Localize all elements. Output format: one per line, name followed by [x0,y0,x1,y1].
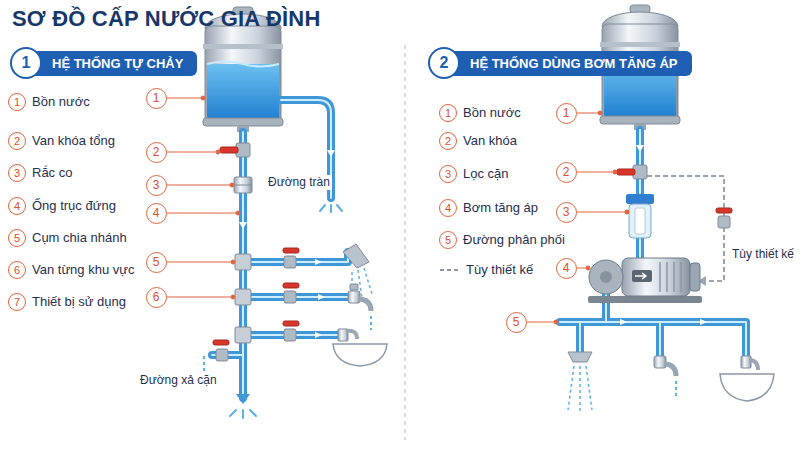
list-text: Van từng khu vực [32,262,134,278]
callout-number: 1 [146,88,167,109]
list-text: Đường phân phối [463,232,565,248]
legend-dash-sample [440,269,460,271]
list-text: Bồn nước [32,94,90,110]
list-text: Van khóa [463,133,517,149]
header-number: 2 [428,47,460,79]
note-label: Đường xả cặn [138,373,219,388]
list-number: 7 [8,293,26,311]
leader-lines [167,96,629,324]
callout-number: 5 [506,312,527,333]
list-number: 1 [439,104,457,122]
list-text: Ống trục đứng [32,198,116,214]
list-text: Thiết bị sử dụng [32,294,126,310]
header-number: 1 [10,47,42,79]
callout-number: 4 [146,203,167,224]
list-text: Van khóa tổng [32,133,115,149]
callout-number: 3 [146,175,167,196]
pipe [212,100,746,398]
list-text: Lọc cặn [463,166,509,182]
fixtures [204,205,774,418]
fittings [213,143,732,361]
callout-number: 6 [146,287,167,308]
note-label: Tùy thiết kế [730,247,796,262]
booster-pump [588,258,702,303]
list-number: 5 [8,229,26,247]
callout-number: 5 [146,252,167,273]
legend-text: Tùy thiết kế [466,262,533,278]
pipe-highlight [212,100,746,398]
callout-number: 2 [146,142,167,163]
sediment-filter [626,194,654,238]
header-title: HỆ THỐNG TỰ CHẢY [34,51,197,76]
list-number: 2 [439,132,457,150]
panel-header: 1HỆ THỐNG TỰ CHẢY [10,47,197,79]
callout-number: 1 [556,103,577,124]
list-text: Bồn nước [463,105,521,121]
list-number: 3 [439,165,457,183]
list-number: 1 [8,93,26,111]
panel-header: 2HỆ THỐNG DÙNG BƠM TĂNG ÁP [428,47,692,79]
diagram-title: SƠ ĐỒ CẤP NƯỚC GIA ĐÌNH [12,6,321,32]
list-number: 5 [439,231,457,249]
list-number: 3 [8,164,26,182]
flow-arrows [239,145,707,338]
callout-number: 3 [556,202,577,223]
list-text: Bơm tăng áp [463,200,538,216]
header-title: HỆ THỐNG DÙNG BƠM TĂNG ÁP [452,51,692,76]
callout-number: 2 [556,162,577,183]
list-text: Rắc co [32,165,72,181]
list-text: Cụm chia nhánh [32,230,127,246]
list-number: 6 [8,261,26,279]
note-label: Đường tràn [266,175,332,190]
callout-number: 4 [556,258,577,279]
panel-divider [404,45,406,440]
list-number: 4 [8,197,26,215]
list-number: 2 [8,132,26,150]
list-number: 4 [439,199,457,217]
